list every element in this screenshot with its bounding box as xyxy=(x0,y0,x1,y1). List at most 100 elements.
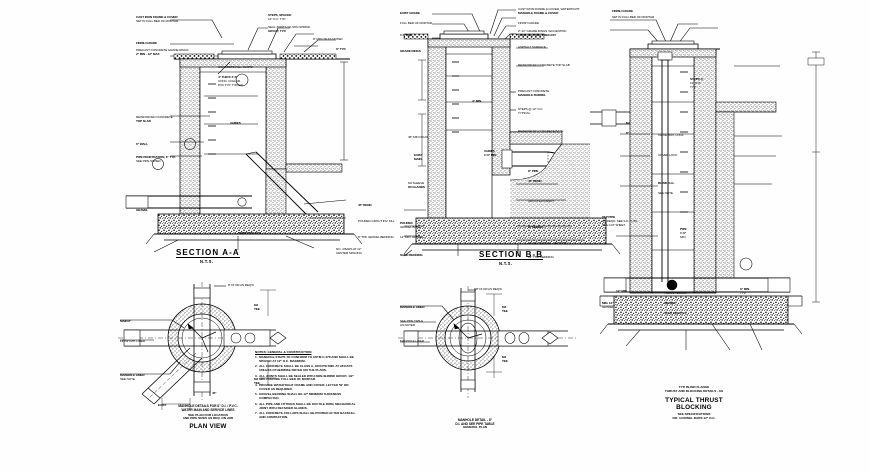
annotation-label: 45° BEND xyxy=(528,179,542,183)
note-item: 2.ALL CONCRETE SHALL BE CLASS A, 4000 PS… xyxy=(255,364,359,373)
annotation-label: TYP. xyxy=(690,85,697,89)
section-right-graphics xyxy=(599,19,825,351)
annotation-label: 8" MIN OR AS NOTED xyxy=(313,37,343,41)
annotation-label: BLIND FLG. xyxy=(658,181,675,185)
annotation-label: 8" PIPE xyxy=(528,169,539,173)
annotation-label: CONC. COLLAR, xyxy=(218,79,241,83)
note-item: 6.ALL PIPE AND FITTINGS SHALL BE DUCTILE… xyxy=(255,401,359,411)
section-b-b-title: SECTION B-B xyxy=(479,250,544,260)
annotation-label: 8" DI OR AS REQ'D xyxy=(476,287,502,291)
annotation-label: SEE NOTE xyxy=(658,191,673,195)
annotation-label: VARIES xyxy=(230,121,241,125)
annotation-label: MAIN xyxy=(414,157,422,161)
annotation-label: 8" SEWER xyxy=(528,225,543,229)
plan-center-title-block: MANHOLE DETAIL - 8" D.I. AND SEE PIPE TA… xyxy=(420,418,530,430)
annotation-label: MJ xyxy=(502,355,507,359)
annotation-label: 12" THK. BEDDING xyxy=(528,255,554,259)
annotation-label: AS REQD. SEE S.D. / UTIL. xyxy=(602,219,639,223)
right-title-block: TYP. BLIND FLANGE THRUST AND BLOCKING DE… xyxy=(624,385,764,421)
annotation-label: 8" DI OR AS REQ'D xyxy=(228,283,254,287)
annotation-label: TAP PIPE xyxy=(602,215,616,219)
annotation-label: SEE PIPE SCHED. xyxy=(136,159,162,163)
annotation-label: FINISH GRADE xyxy=(612,9,633,13)
annotation-label: GRAVEL xyxy=(602,305,614,309)
right-title-line3: TYPICAL THRUST xyxy=(665,396,723,404)
annotation-label: 6" TYP. xyxy=(336,47,346,51)
annotation-label: POURED GROUT INV. FILL xyxy=(358,219,395,223)
annotation-label: CONE SECTION, PRECAST xyxy=(518,33,556,37)
right-title-line5: SEE SPECIFICATIONS xyxy=(677,412,711,417)
note-number: 4. xyxy=(255,382,258,387)
annotation-label: REINFORCED CONCRETE xyxy=(136,115,173,119)
note-item: 1.MANHOLE STEPS TO CONFORM TO ASTM C-478… xyxy=(255,354,359,364)
right-title-line4: BLOCKING xyxy=(676,404,712,412)
plan-left-title-line1: MANHOLE DETAILS FOR 8" D.I. / P.V.C. xyxy=(178,404,238,408)
annotation-label: VARIES xyxy=(484,149,495,153)
annotation-label: POURED xyxy=(400,221,413,225)
annotation-label: SEE CUT SHEET xyxy=(602,223,626,227)
plan-left-title-line2: WATER MAIN AND SERVICE LINES xyxy=(181,408,235,412)
annotation-label: EXIST xyxy=(158,403,167,407)
note-text: GRAVEL BEDDING SHALL BE 12" MINIMUM THIC… xyxy=(259,392,342,401)
annotation-label: SEAL JOINTS W/ NON-SHRINK xyxy=(268,25,311,29)
annotation-label: TEE xyxy=(502,359,508,363)
annotation-label: SEE NOTE xyxy=(120,377,135,381)
note-number: 1. xyxy=(255,354,258,359)
annotation-label: 4" THICK 2'-0" xyxy=(218,75,238,79)
annotation-label: PRECAST CONCRETE xyxy=(518,89,550,93)
annotation-label: FLOW CHANNEL, GROUTED xyxy=(528,241,568,245)
annotation-label: GRAVEL xyxy=(136,208,149,212)
notes-list: 1.MANHOLE STEPS TO CONFORM TO ASTM C-478… xyxy=(255,354,359,420)
annotation-label: 12" O.C. TYP. xyxy=(268,17,286,21)
view-section-a-a xyxy=(118,4,363,274)
annotation-label: 12" O.C. xyxy=(690,81,701,85)
annotation-label: TEE xyxy=(254,307,260,311)
note-text: ALL PIPE AND FITTINGS SHALL BE DUCTILE I… xyxy=(259,401,356,410)
annotation-label: 4" MIN. xyxy=(472,99,482,103)
annotation-label: GROUT, TYP. xyxy=(268,29,286,33)
annotation-label: 1'-0" MIN xyxy=(400,33,413,37)
annotation-label: STEPS @ 12" O.C. xyxy=(518,107,544,111)
annotation-label: CONCRETE FILL, SLOPE xyxy=(218,65,253,69)
annotation-label: MJ xyxy=(502,305,507,309)
annotation-label: ASPHALT SURFACE xyxy=(518,45,546,49)
annotation-label: FINISH GRADE xyxy=(518,21,539,25)
annotation-label: PIPE xyxy=(680,227,687,231)
plan-center-graphics xyxy=(398,286,576,398)
plan-left-title-block: MANHOLE DETAILS FOR 8" D.I. / P.V.C. WAT… xyxy=(160,404,256,431)
plan-center-title-line2: D.I. AND SEE PIPE TABLE xyxy=(455,422,495,426)
annotation-label: GRAVEL xyxy=(664,301,677,305)
annotation-label: 6" WALL xyxy=(136,142,149,146)
note-number: 6. xyxy=(255,401,258,406)
annotation-label: GRAVEL BASE xyxy=(400,225,421,229)
annotation-label: W/ GLANDS xyxy=(408,185,425,189)
note-item: 5.GRAVEL BEDDING SHALL BE 12" MINIMUM TH… xyxy=(255,392,359,401)
annotation-label: SET IN FULL BED OF MORTAR xyxy=(136,19,179,23)
section-a-a-graphics xyxy=(125,19,363,253)
note-text: MANHOLE STEPS TO CONFORM TO ASTM C-478 A… xyxy=(259,354,354,363)
annotation-label: 12" MIN xyxy=(616,289,627,293)
annotation-label: MJ xyxy=(254,303,259,307)
annotation-label: 6" MIN. xyxy=(740,287,750,291)
annotation-label: MIN. xyxy=(680,235,687,239)
annotation-label: REINFORCED CONCRETE BASE xyxy=(518,129,564,133)
annotation-label: GRADE RINGS xyxy=(400,49,421,53)
annotation-label: REINFORCED CONCRETE TOP SLAB xyxy=(518,63,570,67)
annotation-label: PRECAST CONCRETE GRADE RINGS xyxy=(136,48,189,52)
plan-left-graphics xyxy=(118,282,287,410)
note-text: ALL JOINTS SHALL BE SEALED WITH NON-SHRI… xyxy=(259,373,354,382)
note-number: 3. xyxy=(255,373,258,378)
annotation-label: COVER LOCK xyxy=(658,153,678,157)
annotation-label: PVC TYP. TYPICAL xyxy=(218,83,244,87)
plan-left-title-line4: AND PIPE SIZES AS REQ. ON JOB xyxy=(182,416,234,421)
right-title-line2: THRUST AND BLOCKING DETAILS - AS xyxy=(664,388,724,393)
annotation-label: SAND BEDDING xyxy=(400,253,423,257)
note-number: 5. xyxy=(255,392,258,397)
annotation-label: MIN. 12" xyxy=(602,301,614,305)
annotation-label: MJ xyxy=(254,377,259,381)
note-item: 7.ALL CONCRETE COLLARS SHALL BE POURED A… xyxy=(255,411,359,420)
annotation-label: CAST IRON FRAME & COVER, WATERTIGHT xyxy=(518,7,580,11)
note-item: 3.ALL JOINTS SHALL BE SEALED WITH NON-SH… xyxy=(255,373,359,383)
annotation-label: MANHOLE LINER xyxy=(120,373,145,377)
